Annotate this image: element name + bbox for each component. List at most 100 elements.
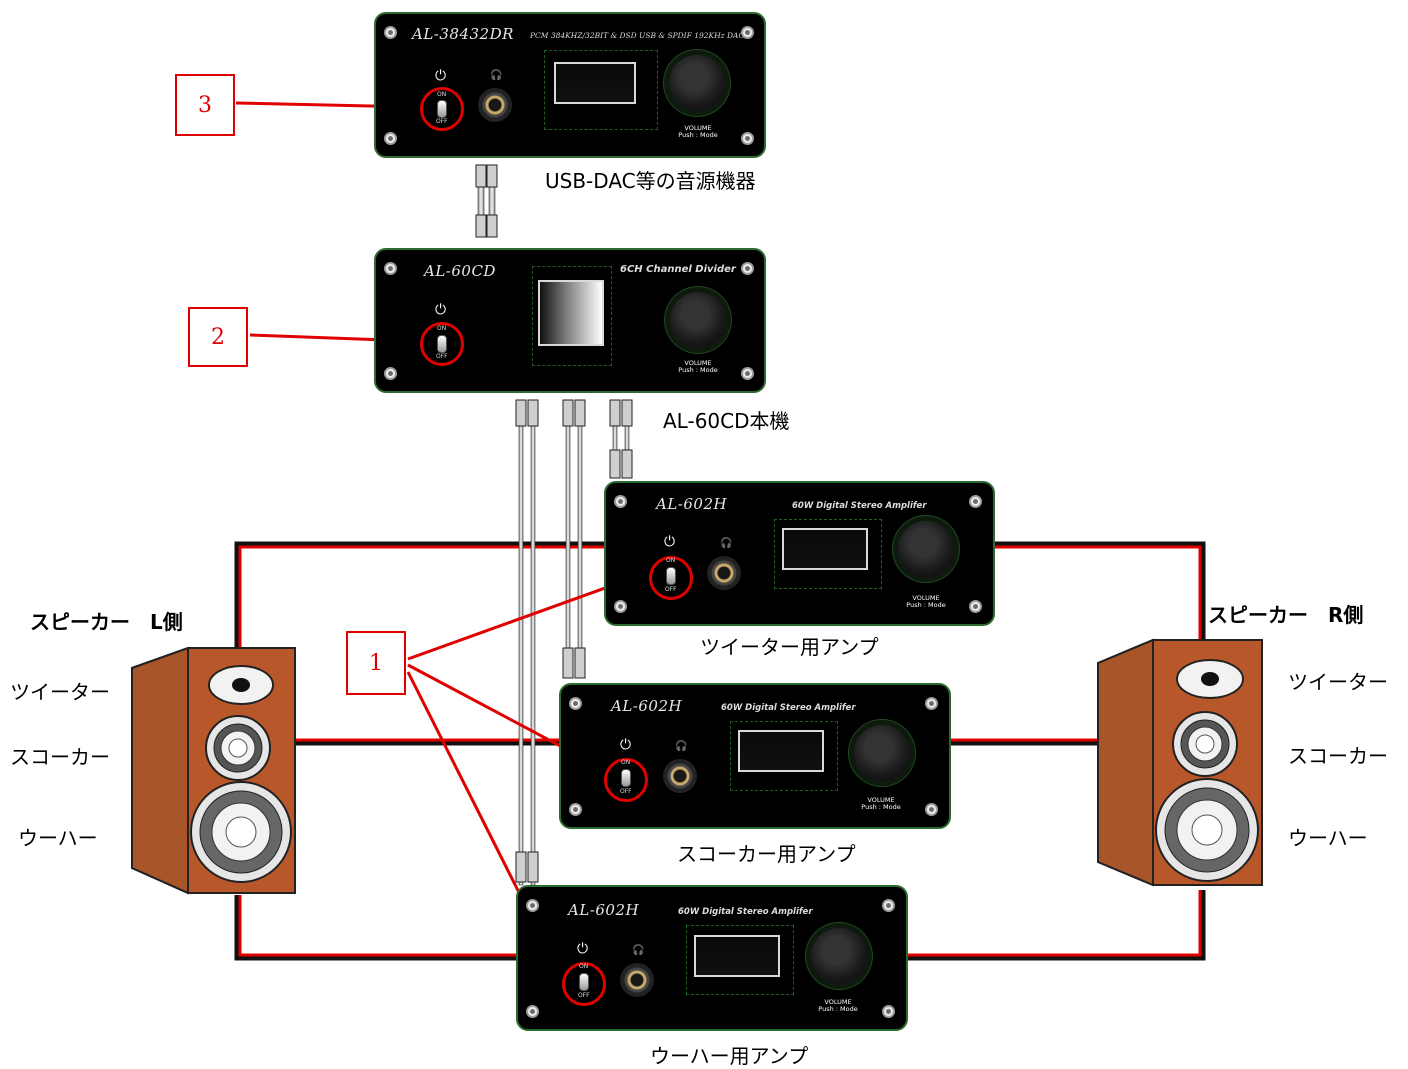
power-switch-highlight — [604, 758, 648, 802]
screw — [741, 26, 754, 39]
display-frame — [730, 721, 838, 791]
screw — [569, 803, 582, 816]
speaker-right-title: スピーカー R側 — [1208, 603, 1364, 627]
switch-on-label: ON — [621, 759, 631, 766]
display-screen — [554, 62, 636, 104]
dac-caption: USB-DAC等の音源機器 — [545, 169, 756, 193]
screw — [741, 367, 754, 380]
display-frame — [686, 925, 794, 995]
power-icon: ⏻ — [620, 737, 632, 753]
screw — [526, 899, 539, 912]
headphone-jack[interactable] — [478, 88, 512, 122]
headphone-icon: 🎧 — [720, 538, 733, 549]
screw — [741, 132, 754, 145]
screw — [384, 132, 397, 145]
squawker-amp-panel: AL-602H 60W Digital Stereo Amplifer ⏻ ON… — [559, 683, 951, 829]
model-name: AL-602H — [656, 495, 728, 513]
screw — [614, 495, 627, 508]
tweeter-amp-panel: AL-602H 60W Digital Stereo Amplifer ⏻ ON… — [604, 481, 995, 626]
screw — [882, 899, 895, 912]
power-switch[interactable] — [666, 567, 676, 585]
switch-on-label: ON — [437, 91, 447, 98]
volume-knob[interactable] — [898, 521, 954, 577]
tagline: 6CH Channel Divider — [620, 264, 736, 275]
tagline: 60W Digital Stereo Amplifer — [721, 703, 856, 713]
woofer-label-right: ウーハー — [1288, 826, 1368, 850]
power-icon: ⏻ — [435, 68, 447, 84]
headphone-icon: 🎧 — [632, 945, 645, 956]
display-screen — [694, 935, 780, 977]
display-screen — [538, 280, 604, 346]
speaker-wires-right — [908, 541, 1206, 961]
display-screen — [782, 528, 868, 570]
speaker-wires-left — [234, 541, 605, 961]
speaker-left — [131, 646, 296, 895]
power-switch[interactable] — [621, 769, 631, 787]
headphone-jack[interactable] — [707, 556, 741, 590]
volume-knob[interactable] — [669, 55, 725, 111]
tagline: PCM 384KHZ/32BIT & DSD USB & SPDIF 192KH… — [530, 31, 745, 40]
power-switch-highlight — [562, 962, 606, 1006]
power-icon: ⏻ — [577, 941, 589, 957]
speaker-right — [1097, 638, 1263, 887]
screw — [526, 1005, 539, 1018]
switch-off-label: OFF — [620, 788, 632, 795]
woofer-amp-caption: ウーハー用アンプ — [650, 1044, 809, 1068]
headphone-icon: 🎧 — [490, 70, 503, 81]
model-name: AL-602H — [611, 697, 683, 715]
rca-cables-divider-amps — [515, 399, 633, 886]
display-frame — [774, 519, 882, 589]
switch-on-label: ON — [437, 325, 447, 332]
power-switch[interactable] — [579, 973, 589, 991]
divider-caption: AL-60CD本機 — [663, 409, 790, 433]
volume-knob[interactable] — [670, 292, 726, 348]
screw — [969, 600, 982, 613]
power-switch[interactable] — [437, 100, 447, 118]
model-name: AL-602H — [568, 901, 640, 919]
headphone-jack[interactable] — [620, 963, 654, 997]
screw — [384, 26, 397, 39]
display-frame — [544, 50, 658, 130]
switch-off-label: OFF — [436, 353, 448, 360]
power-icon: ⏻ — [435, 302, 447, 318]
step-2-box: 2 — [188, 307, 248, 367]
model-name: AL-38432DR — [412, 25, 514, 43]
volume-knob[interactable] — [854, 725, 910, 781]
dac-panel: AL-38432DR PCM 384KHZ/32BIT & DSD USB & … — [374, 12, 766, 158]
screw — [741, 262, 754, 275]
squawker-label-right: スコーカー — [1288, 744, 1388, 768]
step-3-box: 3 — [175, 74, 235, 136]
tweeter-label-right: ツイーター — [1288, 670, 1388, 694]
tagline: 60W Digital Stereo Amplifer — [792, 501, 927, 511]
screw — [569, 697, 582, 710]
screw — [384, 262, 397, 275]
screw — [925, 803, 938, 816]
squawker-label-left: スコーカー — [10, 745, 110, 769]
power-icon: ⏻ — [664, 534, 676, 550]
switch-off-label: OFF — [436, 118, 448, 125]
screw — [969, 495, 982, 508]
screw — [882, 1005, 895, 1018]
screw — [384, 367, 397, 380]
display-screen — [738, 730, 824, 772]
squawker-amp-caption: スコーカー用アンプ — [677, 842, 856, 866]
tagline: 60W Digital Stereo Amplifer — [678, 907, 813, 917]
power-switch[interactable] — [437, 335, 447, 353]
volume-knob[interactable] — [811, 928, 867, 984]
woofer-amp-panel: AL-602H 60W Digital Stereo Amplifer ⏻ ON… — [516, 885, 908, 1031]
tweeter-label-left: ツイーター — [10, 680, 110, 704]
headphone-icon: 🎧 — [675, 741, 688, 752]
speaker-left-title: スピーカー L側 — [30, 610, 183, 634]
divider-panel: AL-60CD 6CH Channel Divider ⏻ ON OFF VOL… — [374, 248, 766, 393]
headphone-jack[interactable] — [663, 759, 697, 793]
power-switch-highlight — [649, 556, 693, 600]
power-switch-highlight — [420, 322, 464, 366]
power-switch-highlight — [420, 87, 464, 131]
switch-off-label: OFF — [578, 992, 590, 999]
switch-off-label: OFF — [665, 586, 677, 593]
display-frame — [532, 266, 612, 366]
